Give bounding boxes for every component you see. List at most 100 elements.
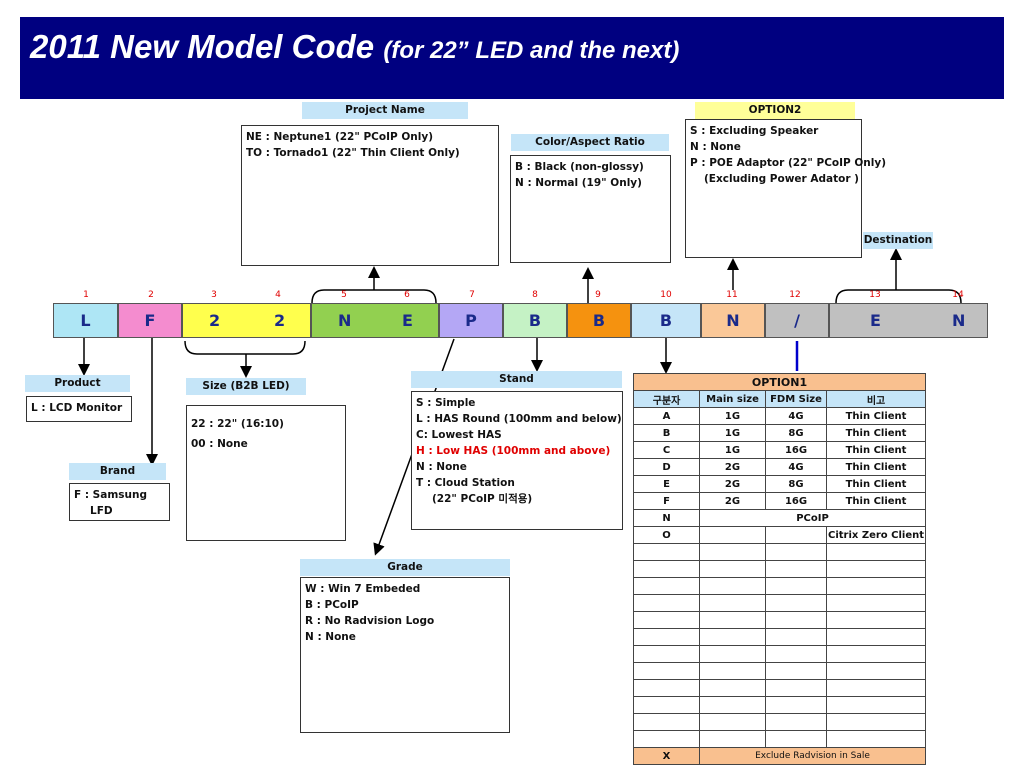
table-cell: 1G [699, 407, 766, 425]
table-cell: Citrix Zero Client [825, 526, 927, 544]
position-number: 5 [341, 290, 347, 300]
table-cell: 1G [699, 441, 766, 459]
table-cell: 2G [699, 492, 766, 510]
grade-label: Grade [300, 559, 510, 576]
table-cell: 2G [699, 475, 766, 493]
option2-line: (Excluding Power Adator ) [704, 173, 859, 185]
table-cell: Thin Client [825, 441, 927, 459]
table-cell: E [633, 475, 700, 493]
size-label: Size (B2B LED) [186, 378, 306, 395]
stand-box: S : Simple L : HAS Round (100mm and belo… [411, 391, 623, 530]
destination-label: Destination [863, 232, 933, 249]
product-label: Product [25, 375, 130, 392]
table-cell: Thin Client [825, 424, 927, 442]
table-cell: 8G [765, 424, 827, 442]
code-cell-separator: / [765, 303, 829, 338]
option2-box: S : Excluding Speaker N : None P : POE A… [685, 119, 887, 258]
table-row-empty [633, 713, 927, 731]
position-number: 2 [148, 290, 154, 300]
table-row-empty [633, 560, 927, 578]
position-number: 10 [660, 290, 672, 300]
table-cell: A [633, 407, 700, 425]
stand-line: T : Cloud Station [416, 477, 515, 489]
grade-line: B : PCoIP [305, 599, 359, 611]
code-project-letter-1: N [338, 311, 352, 330]
table-cell: Exclude Radvision in Sale [698, 747, 927, 765]
code-cell-grade: P [439, 303, 503, 338]
color-aspect-box: B : Black (non-glossy) N : Normal (19" O… [510, 155, 671, 263]
size-line: 22 : 22" (16:10) [191, 418, 284, 430]
table-cell: 16G [765, 492, 827, 510]
position-number: 9 [595, 290, 601, 300]
table-cell [699, 526, 766, 544]
code-destination-letter-1: E [870, 311, 881, 330]
code-cell-destination: E N [829, 303, 988, 338]
position-number: 13 [869, 290, 881, 300]
table-row-empty [633, 543, 927, 561]
page-title: 2011 New Model Code (for 22” LED and the… [30, 28, 679, 66]
code-cell-project: N E [311, 303, 439, 338]
product-box: L : LCD Monitor [26, 396, 132, 422]
grade-box: W : Win 7 Embeded B : PCoIP R : No Radvi… [300, 577, 510, 733]
option1-header: Main size [699, 390, 766, 408]
color-aspect-line: B : Black (non-glossy) [515, 161, 644, 173]
table-cell: C [633, 441, 700, 459]
table-cell: 1G [699, 424, 766, 442]
table-cell: 4G [765, 458, 827, 476]
position-number: 11 [726, 290, 738, 300]
stand-line: L : HAS Round (100mm and below) [416, 413, 622, 425]
position-number: 7 [469, 290, 475, 300]
code-size-digit-1: 2 [209, 311, 221, 330]
brand-line: LFD [90, 505, 113, 517]
color-aspect-label: Color/Aspect Ratio [511, 134, 669, 151]
table-row-empty [633, 645, 927, 663]
option1-header: 구분자 [633, 390, 700, 408]
option2-line: S : Excluding Speaker [690, 125, 819, 137]
table-row-empty [633, 730, 927, 748]
table-cell: 4G [765, 407, 827, 425]
size-box: 22 : 22" (16:10) 00 : None [186, 405, 346, 541]
table-cell: N [633, 509, 700, 527]
option2-line: P : POE Adaptor (22" PCoIP Only) [690, 157, 887, 169]
stand-line: C: Lowest HAS [416, 429, 502, 441]
position-number: 8 [532, 290, 538, 300]
grade-line: R : No Radvision Logo [305, 615, 435, 627]
code-size-digit-2: 2 [274, 311, 286, 330]
stand-line: N : None [416, 461, 467, 473]
position-number: 1 [83, 290, 89, 300]
table-cell: F [633, 492, 700, 510]
stand-label: Stand [411, 371, 622, 388]
code-cell-option2: N [701, 303, 765, 338]
option1-header: FDM Size [765, 390, 827, 408]
table-row-empty [633, 577, 927, 595]
table-cell: X [633, 747, 700, 765]
table-row-empty [633, 679, 927, 697]
product-line: L : LCD Monitor [31, 402, 123, 414]
brand-box: F : Samsung LFD [69, 483, 170, 521]
code-project-letter-2: E [402, 311, 413, 330]
position-number: 12 [789, 290, 801, 300]
table-cell [765, 526, 827, 544]
color-aspect-line: N : Normal (19" Only) [515, 177, 642, 189]
position-number: 6 [404, 290, 410, 300]
code-destination-letter-2: N [952, 311, 966, 330]
table-cell: Thin Client [825, 492, 927, 510]
position-number: 14 [952, 290, 964, 300]
position-number: 4 [275, 290, 281, 300]
code-cell-product: L [53, 303, 118, 338]
table-cell: B [633, 424, 700, 442]
option2-label: OPTION2 [695, 102, 855, 119]
brand-line: F : Samsung [74, 489, 147, 501]
table-cell: 2G [699, 458, 766, 476]
table-row-empty [633, 594, 927, 612]
table-cell: Thin Client [825, 407, 927, 425]
option2-line: N : None [690, 141, 741, 153]
code-cell-option1: B [631, 303, 701, 338]
